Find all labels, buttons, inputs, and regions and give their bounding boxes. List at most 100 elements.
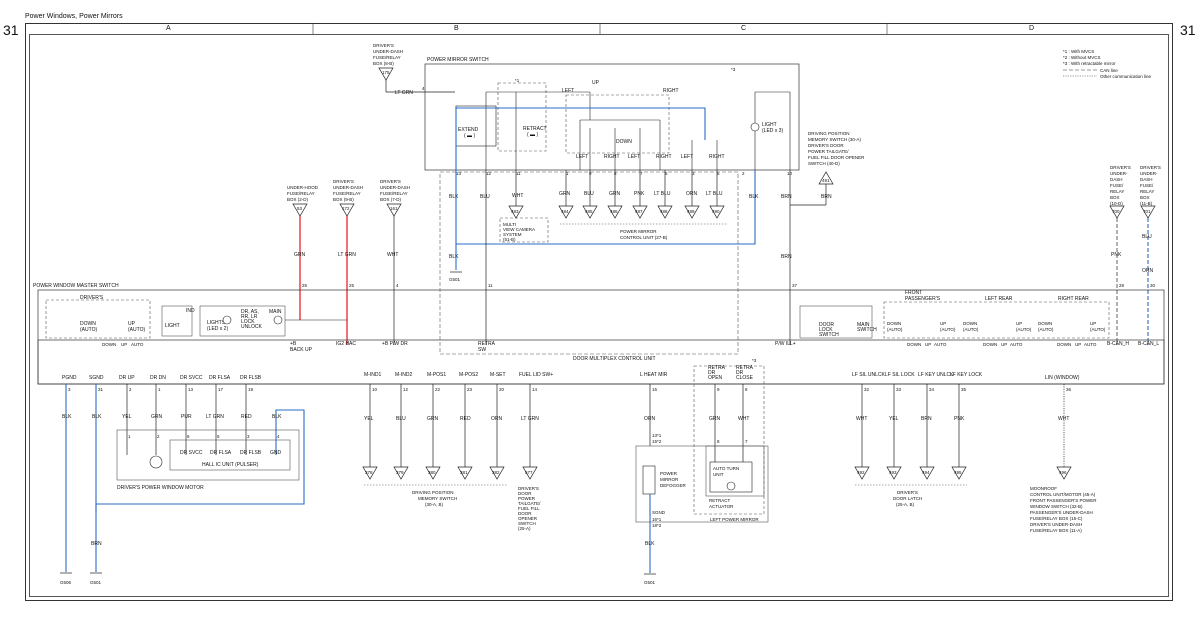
power-window-master-switch: POWER WINDOW MASTER SWITCH DRIVER'S DOWN… xyxy=(33,171,1165,385)
svg-text:172: 172 xyxy=(342,206,350,211)
svg-text:BOX (7-D): BOX (7-D) xyxy=(380,197,402,202)
column-label-c: C xyxy=(741,25,747,32)
svg-text:CONTROL UNIT/MOTOR (45-A): CONTROL UNIT/MOTOR (45-A) xyxy=(1030,492,1096,497)
driving-position-memory-connector: DRIVING POSITION MEMORY SWITCH (30-A) DR… xyxy=(790,131,865,206)
svg-text:484: 484 xyxy=(561,209,569,214)
svg-text:8: 8 xyxy=(717,439,720,444)
svg-text:DOWN: DOWN xyxy=(616,139,632,145)
svg-text:13: 13 xyxy=(456,171,462,176)
svg-text:ACTUATOR: ACTUATOR xyxy=(709,504,734,509)
svg-text:G501: G501 xyxy=(644,580,656,585)
svg-text:6: 6 xyxy=(187,434,190,439)
svg-text:DR FLSB: DR FLSB xyxy=(240,375,262,381)
svg-text:488: 488 xyxy=(660,209,668,214)
svg-text:496: 496 xyxy=(1059,470,1067,475)
svg-text:+B P/W DR: +B P/W DR xyxy=(382,341,408,347)
svg-text:BRN: BRN xyxy=(821,194,832,200)
svg-text:487: 487 xyxy=(635,209,643,214)
svg-text:UNIT: UNIT xyxy=(713,472,724,477)
svg-text:9: 9 xyxy=(717,387,720,392)
page-number-left: 31 xyxy=(3,22,19,38)
svg-text:BLU: BLU xyxy=(396,416,406,422)
svg-text:POWER: POWER xyxy=(518,496,536,501)
svg-text:RELAY: RELAY xyxy=(1140,189,1154,194)
svg-text:WHT: WHT xyxy=(856,416,867,422)
svg-text:ORN: ORN xyxy=(491,416,503,422)
diagram-frame xyxy=(25,23,1173,601)
svg-text:MOONROOF: MOONROOF xyxy=(1030,486,1057,491)
svg-text:GRN: GRN xyxy=(709,416,721,422)
svg-text:485: 485 xyxy=(585,209,593,214)
svg-text:(AUTO): (AUTO) xyxy=(940,327,956,332)
svg-text:BLU: BLU xyxy=(584,191,594,197)
svg-text:B-CAN_H: B-CAN_H xyxy=(1107,341,1129,347)
svg-text:M-POS2: M-POS2 xyxy=(459,372,478,378)
svg-text:RETRA: RETRA xyxy=(708,365,726,371)
svg-text:M-IND2: M-IND2 xyxy=(395,372,412,378)
svg-text:RIGHT: RIGHT xyxy=(656,154,672,160)
svg-text:32: 32 xyxy=(864,387,870,392)
svg-text:DOOR MULTIPLEX CONTROL UNIT: DOOR MULTIPLEX CONTROL UNIT xyxy=(573,356,656,362)
svg-text:31: 31 xyxy=(98,387,104,392)
svg-text:UP: UP xyxy=(925,342,931,347)
svg-text:DOWN: DOWN xyxy=(983,342,997,347)
svg-text:BLK: BLK xyxy=(749,194,759,200)
svg-text:WHT: WHT xyxy=(387,252,398,258)
svg-text:ORN: ORN xyxy=(644,416,656,422)
door-latch-pins: LF SIL UNLCK LF SIL LOCK LF KEY UNLCK LF… xyxy=(852,372,983,507)
svg-text:M-IND1: M-IND1 xyxy=(364,372,381,378)
svg-text:DRIVING POSITION: DRIVING POSITION xyxy=(412,490,454,495)
svg-text:DOOR: DOOR xyxy=(819,322,834,328)
svg-text:+B: +B xyxy=(290,341,297,347)
column-label-b: B xyxy=(454,25,459,32)
svg-text:2: 2 xyxy=(157,434,160,439)
svg-text:486: 486 xyxy=(610,209,618,214)
svg-text:L HEAT MIR: L HEAT MIR xyxy=(640,372,668,378)
svg-text:36: 36 xyxy=(1066,387,1072,392)
svg-text:23: 23 xyxy=(467,387,473,392)
svg-text:22: 22 xyxy=(435,387,441,392)
svg-text:19: 19 xyxy=(248,387,254,392)
svg-text:DR SVCC: DR SVCC xyxy=(180,450,203,456)
svg-text:492: 492 xyxy=(857,470,865,475)
svg-text:DOOR: DOOR xyxy=(518,511,532,516)
svg-text:( ▬ ): ( ▬ ) xyxy=(464,133,475,139)
svg-text:SW: SW xyxy=(478,347,486,353)
fuse-box-8b-connector: DRIVER'S UNDER-DASH FUSE/RELAY BOX (8-B)… xyxy=(373,43,455,96)
svg-text:FUSE/: FUSE/ xyxy=(1140,183,1154,188)
svg-text:DR: DR xyxy=(736,370,744,376)
svg-text:4: 4 xyxy=(277,434,280,439)
svg-text:LF KEY UNLCK: LF KEY UNLCK xyxy=(918,372,954,378)
svg-text:DRIVER'S: DRIVER'S xyxy=(80,295,104,301)
svg-text:RETRACT: RETRACT xyxy=(523,126,547,132)
svg-text:DR, AS,: DR, AS, xyxy=(241,309,259,315)
svg-text:BRN: BRN xyxy=(921,416,932,422)
svg-text:BOX (2-D): BOX (2-D) xyxy=(287,197,309,202)
svg-text:(25-A): (25-A) xyxy=(518,526,531,531)
svg-text:DRIVER'S POWER WINDOW MOTOR: DRIVER'S POWER WINDOW MOTOR xyxy=(117,485,204,491)
svg-text:FUSE/: FUSE/ xyxy=(1110,183,1124,188)
svg-text:DEFOGGER: DEFOGGER xyxy=(660,483,687,488)
svg-text:WHT: WHT xyxy=(738,416,749,422)
document-title: Power Windows, Power Mirrors xyxy=(25,13,123,20)
svg-text:YEL: YEL xyxy=(364,416,374,422)
svg-text:28: 28 xyxy=(1119,283,1125,288)
svg-text:DRIVER'S UNDER-DASH: DRIVER'S UNDER-DASH xyxy=(1030,522,1082,527)
svg-text:16*1: 16*1 xyxy=(652,517,662,522)
svg-text:*1: *1 xyxy=(515,78,520,83)
svg-text:DR SVCC: DR SVCC xyxy=(180,375,203,381)
svg-text:DR: DR xyxy=(708,370,716,376)
svg-text:25: 25 xyxy=(349,283,355,288)
svg-text:26: 26 xyxy=(302,283,308,288)
svg-text:FUSE/RELAY BOX (15-C): FUSE/RELAY BOX (15-C) xyxy=(1030,516,1083,521)
svg-text:FUEL FILL DOOR OPENER: FUEL FILL DOOR OPENER xyxy=(808,155,865,160)
svg-text:BRN: BRN xyxy=(781,194,792,200)
svg-text:FUSE/RELAY: FUSE/RELAY xyxy=(287,191,315,196)
svg-text:12: 12 xyxy=(403,387,409,392)
svg-text:1: 1 xyxy=(128,434,131,439)
svg-text:RED: RED xyxy=(241,414,252,420)
svg-text:MEMORY SWITCH: MEMORY SWITCH xyxy=(418,496,457,501)
svg-text:(25-A, B): (25-A, B) xyxy=(896,502,915,507)
svg-text:POWER: POWER xyxy=(660,471,678,476)
